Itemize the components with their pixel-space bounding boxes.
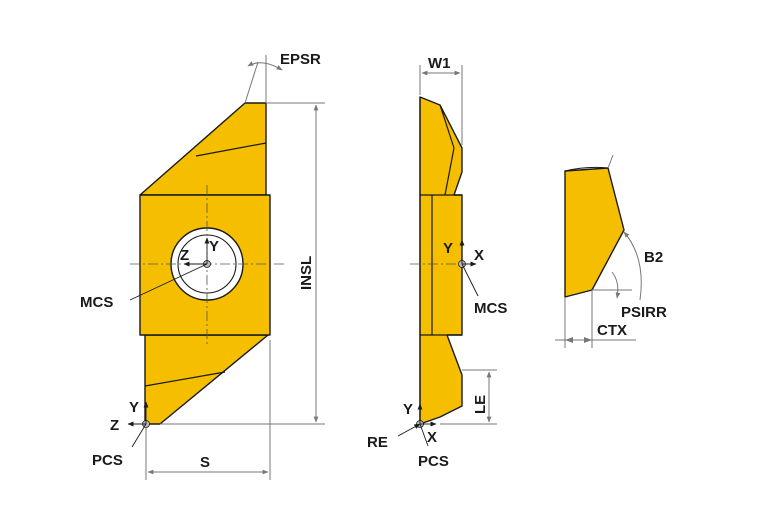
pcs-label-left: PCS [92, 452, 123, 469]
le-label: LE [472, 395, 489, 414]
upper-blade [139, 102, 267, 196]
psirr-label: PSIRR [621, 304, 667, 321]
psirr-arc [611, 271, 621, 299]
side-body [419, 96, 463, 425]
side-view: Y X MCS Y X PCS RE W1 LE [367, 55, 507, 470]
b2-arc [623, 231, 642, 301]
tip-detail-view: B2 PSIRR CTX [555, 154, 667, 348]
insl-label: INSL [298, 256, 315, 290]
mcs-y-label: Y [209, 238, 219, 255]
s-label: S [200, 454, 210, 471]
w1-label: W1 [428, 55, 451, 72]
pcs-z-label-left: Z [110, 417, 119, 434]
epsr-arc [247, 61, 283, 71]
mcs-mid-y-label: Y [443, 240, 453, 257]
mcs-label-mid: MCS [474, 300, 507, 317]
epsr-incline-line [244, 61, 259, 104]
mcs-mid-x-label: X [474, 247, 484, 264]
lower-facet-line [144, 371, 226, 387]
tip-body [564, 167, 625, 298]
ctx-arrow-right [584, 337, 592, 343]
upper-facet-line [195, 142, 267, 157]
tip-edge-extension [607, 154, 614, 169]
pcs-mid-y-label: Y [403, 401, 413, 418]
mcs-leader-mid [461, 263, 479, 297]
top-view: Y Z MCS Y Z PCS S INSL EPSR [80, 51, 325, 480]
ctx-arrow-left [565, 337, 573, 343]
epsr-label: EPSR [280, 51, 321, 68]
pcs-y-label-left: Y [129, 399, 139, 416]
pcs-leader-mid [419, 423, 429, 447]
re-leader [397, 423, 421, 437]
pcs-leader-left [131, 423, 147, 448]
mcs-z-label: Z [180, 247, 189, 264]
pcs-mid-x-label: X [427, 429, 437, 446]
lower-blade [144, 334, 269, 425]
pcs-label-mid: PCS [418, 453, 449, 470]
mcs-label-left: MCS [80, 294, 113, 311]
b2-label: B2 [644, 249, 663, 266]
mcs-leader-left [129, 263, 208, 301]
tip-break-line [564, 166, 609, 172]
side-edge-top-2 [444, 147, 455, 196]
side-edge-top-1 [439, 104, 455, 149]
re-label: RE [367, 434, 388, 451]
ctx-label: CTX [597, 322, 627, 339]
